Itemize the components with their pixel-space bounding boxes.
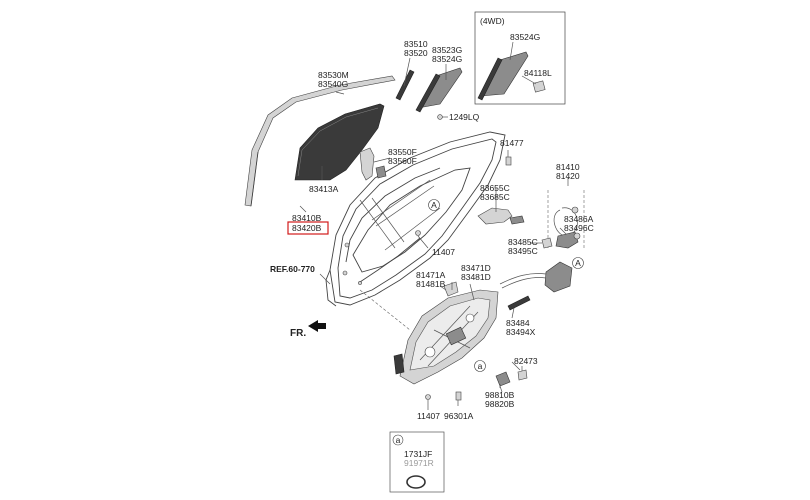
label-81420: 81420 bbox=[556, 171, 580, 181]
label-83494x: 83494X bbox=[506, 327, 536, 337]
label-81477: 81477 bbox=[500, 138, 524, 148]
label-11407-lower: 11407 bbox=[417, 411, 440, 421]
inner-handle-bezel bbox=[507, 295, 531, 311]
outer-beltline-strip bbox=[395, 69, 415, 101]
label-83685c: 83685C bbox=[480, 192, 510, 202]
label-83484: 83484 bbox=[506, 318, 530, 328]
label-84118l: 84118L bbox=[524, 68, 552, 78]
highlight-box-83420b bbox=[287, 221, 329, 235]
glass-run-channel bbox=[244, 75, 396, 207]
rear-door-frame bbox=[325, 131, 506, 307]
legend-a-label: a bbox=[396, 435, 401, 445]
callout-a-lock: A bbox=[572, 257, 584, 269]
screw-1249lq bbox=[437, 114, 448, 120]
grommet-icon bbox=[406, 475, 426, 489]
label-83420b: 83420B bbox=[292, 223, 322, 233]
clip-82473 bbox=[517, 366, 528, 381]
label-4wd-83524g: 83524G bbox=[510, 32, 540, 42]
screw-11407-upper bbox=[415, 230, 429, 249]
label-4wd: (4WD) bbox=[480, 16, 505, 26]
outside-handle bbox=[477, 207, 525, 225]
label-83550f: 83550F bbox=[388, 147, 417, 157]
label-fr: FR. bbox=[290, 328, 306, 339]
label-96301a: 96301A bbox=[444, 411, 474, 421]
label-98810b: 98810B bbox=[485, 390, 515, 400]
label-83413a: 83413A bbox=[309, 184, 339, 194]
label-83471d: 83471D bbox=[461, 263, 491, 273]
ref-leader bbox=[319, 273, 331, 285]
door-module-panel bbox=[393, 289, 499, 385]
callout-a-door: A bbox=[428, 199, 440, 211]
door-latch-assembly bbox=[443, 261, 573, 297]
label-98820b: 98820B bbox=[485, 399, 515, 409]
callout-a-door-label: A bbox=[431, 200, 437, 210]
legend-box-a: a 1731JF 91971R bbox=[389, 431, 445, 493]
callout-a-lock-label: A bbox=[575, 258, 581, 268]
label-83495c: 83495C bbox=[508, 246, 538, 256]
label-83496c: 83496C bbox=[564, 223, 594, 233]
callout-a-panel-label: a bbox=[478, 361, 483, 371]
label-81471a: 81471A bbox=[416, 270, 446, 280]
label-83524g: 83524G bbox=[432, 54, 462, 64]
label-83523g: 83523G bbox=[432, 45, 462, 55]
label-83485c: 83485C bbox=[508, 237, 538, 247]
label-83520: 83520 bbox=[404, 48, 428, 58]
front-direction-arrow bbox=[308, 320, 326, 332]
label-82473: 82473 bbox=[514, 356, 538, 366]
quarter-glass bbox=[415, 67, 463, 113]
part-labels: 83530M 83540G 83510 83520 83523G 83524G … bbox=[270, 16, 594, 421]
label-81481b: 81481B bbox=[416, 279, 446, 289]
label-83410b: 83410B bbox=[292, 213, 322, 223]
4wd-detail-box bbox=[474, 11, 566, 105]
door-hinge-bracket bbox=[359, 147, 387, 181]
label-83655c: 83655C bbox=[480, 183, 510, 193]
label-1249lq: 1249LQ bbox=[449, 112, 480, 122]
label-11407-upper: 11407 bbox=[432, 247, 455, 257]
label-83530m: 83530M bbox=[318, 70, 349, 80]
label-83540g: 83540G bbox=[318, 79, 348, 89]
label-91971r: 91971R bbox=[404, 458, 434, 468]
label-83481d: 83481D bbox=[461, 272, 491, 282]
sensor-98810b bbox=[495, 371, 511, 393]
clip-96301a bbox=[455, 391, 462, 406]
latch-piece bbox=[541, 237, 553, 249]
label-ref-60-770: REF.60-770 bbox=[270, 264, 315, 274]
label-1731jf: 1731JF bbox=[404, 449, 432, 459]
label-83560f: 83560F bbox=[388, 156, 417, 166]
label-81410: 81410 bbox=[556, 162, 580, 172]
screw-11407-lower bbox=[425, 394, 431, 410]
label-83486a: 83486A bbox=[564, 214, 594, 224]
callout-a-panel: a bbox=[474, 360, 486, 372]
bolt-81477 bbox=[505, 150, 512, 166]
leader-lines bbox=[299, 57, 569, 388]
label-83510: 83510 bbox=[404, 39, 428, 49]
window-regulator-rails bbox=[359, 179, 441, 251]
door-lock-housing bbox=[555, 231, 581, 249]
door-glass bbox=[294, 103, 385, 181]
